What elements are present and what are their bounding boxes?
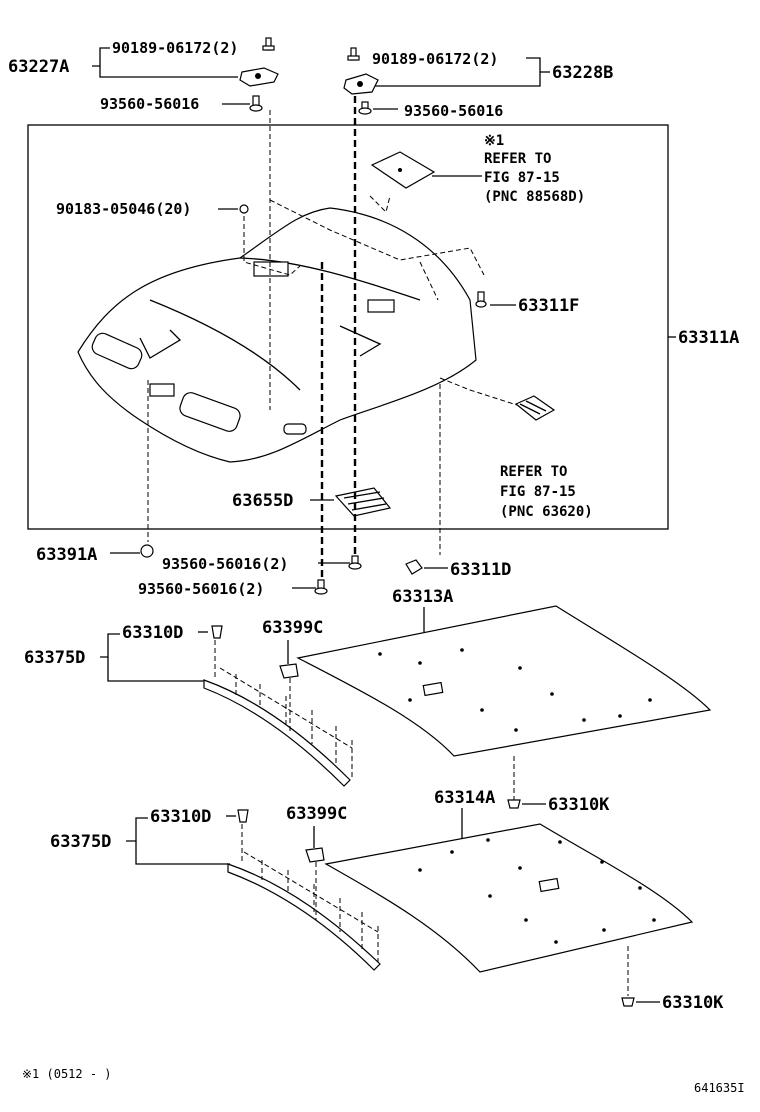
label-63399C-2: 63399C [286,804,347,824]
bolt-icon-90189-left [262,37,275,51]
clip-icon-63310K-2 [621,997,635,1007]
label-63391A: 63391A [36,545,97,565]
label-63399C-1: 63399C [262,618,323,638]
screw-icon-93560-a [348,555,362,570]
label-63311A: 63311A [678,328,739,348]
label-63311F: 63311F [518,296,579,316]
label-63314A: 63314A [434,788,495,808]
label-93560-a: 93560-56016(2) [162,555,288,573]
footnote: ※1 (0512 - ) [22,1067,112,1081]
clip-icon-63310K-1 [507,799,521,809]
label-90189-right: 90189-06172(2) [372,50,498,68]
ref-note-2-line3: (PNC 63620) [500,504,593,520]
label-90183: 90183-05046(20) [56,200,191,218]
label-63310D-1: 63310D [122,623,183,643]
label-63310K-1: 63310K [548,795,610,815]
assembly-box-63311A [27,124,669,530]
clip-63227A-icon [239,67,279,87]
ref-note-1-line2: FIG 87-15 [484,170,560,186]
label-63228B: 63228B [552,63,613,83]
headliner-slot-d [283,423,307,435]
clip-icon-90183 [239,204,249,214]
bolt-icon-90189-right [347,47,360,61]
ref-note-2-line2: FIG 87-15 [500,484,576,500]
leader-63227A [99,66,238,78]
ref-note-1-mark: ※1 [484,133,504,149]
panel-63313A [296,605,712,757]
label-63310K-2: 63310K [662,993,724,1013]
clip-icon-63399C-2 [305,847,325,863]
label-90189-left: 90189-06172(2) [112,39,238,57]
label-93560-b: 93560-56016(2) [138,580,264,598]
screw-icon-93560-left [249,95,263,112]
bracket-63375D-1 [100,633,120,658]
headliner-slot-c [253,261,289,277]
weatherstrip-63375D-1 [203,667,353,787]
sunvisor-holder-right [179,392,241,432]
screw-icon-93560-b [314,579,328,595]
weatherstrip-63375D-2 [227,851,381,971]
label-63227A: 63227A [8,57,69,77]
leader-63375D-1 [107,657,206,682]
dash-headliner-top [269,199,485,276]
clip-icon-63311F [475,291,487,308]
dash-88568D [369,195,391,213]
ref-note-1-line3: (PNC 88568D) [484,189,585,205]
screw-icon-93560-right [358,101,372,115]
leader-63375D-2 [135,841,230,865]
sunvisor-holder-left [91,332,143,370]
headliner-63311A [77,207,477,463]
dash-63620 [439,377,521,407]
clip-63228B-icon [343,73,379,95]
label-63655D: 63655D [232,491,293,511]
lamp-63620-icon [514,395,556,421]
plug-icon-63391A [140,544,154,558]
label-63375D-1: 63375D [24,648,85,668]
label-93560-right: 93560-56016 [404,102,503,120]
label-63310D-2: 63310D [150,807,211,827]
clip-icon-63311D [405,559,423,575]
ref-note-1-line1: REFER TO [484,151,551,167]
panel-63314A [324,823,694,973]
bracket-63227A [92,47,110,67]
dash-90183 [243,216,301,276]
clip-icon-63399C-1 [279,663,299,679]
figure-id: 641635I [694,1081,745,1095]
label-93560-left: 93560-56016 [100,95,199,113]
label-63311D: 63311D [450,560,511,580]
ref-note-2-line1: REFER TO [500,464,567,480]
headliner-slot-a [149,383,175,397]
headliner-slot-b [367,299,395,313]
clip-icon-63310D-2 [237,809,249,823]
pad-88568D-icon [370,151,436,189]
label-63313A: 63313A [392,587,453,607]
label-63375D-2: 63375D [50,832,111,852]
bracket-63375D-2 [126,817,148,842]
cover-icon-63655D [334,487,392,517]
clip-icon-63310D-1 [211,625,223,639]
dash-inner-a [419,261,439,301]
